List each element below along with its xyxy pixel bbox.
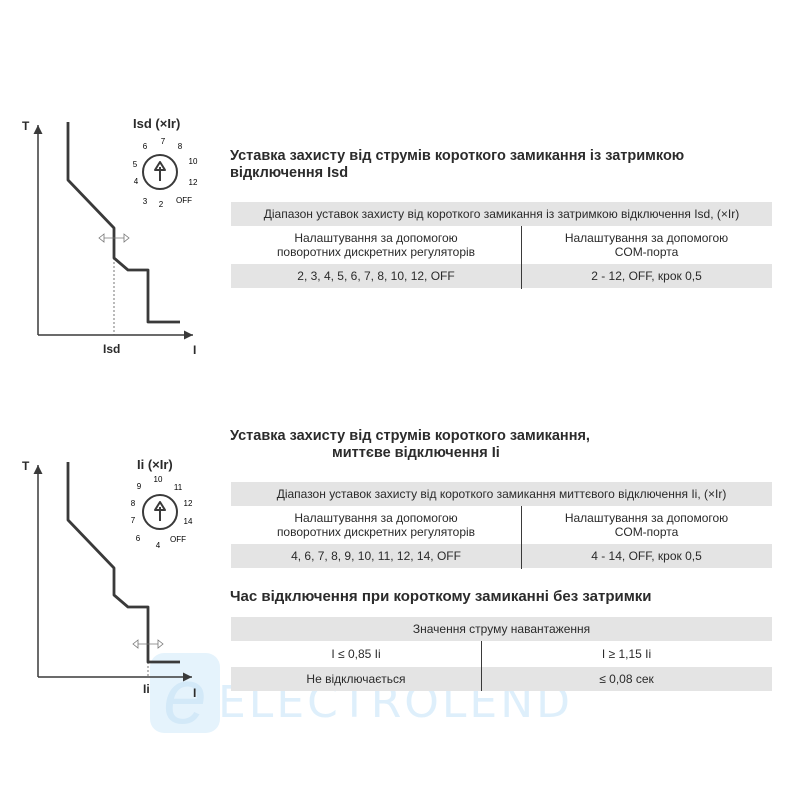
isd-rotary-dial-icon: 2 3 4 5 6 7 8 10 12 OFF	[133, 137, 198, 209]
axis-i-label: I	[193, 343, 196, 357]
ii-axis-marker: Ii	[143, 682, 150, 696]
ii-dial-label: Ii (×Ir)	[137, 457, 173, 472]
ii-tick: 9	[137, 482, 142, 491]
adjust-double-arrow-icon	[132, 639, 164, 649]
col-com-line1: Налаштування за допомогою	[564, 511, 729, 525]
isd-trip-curve-diagram: T I Isd	[22, 119, 196, 357]
isd-tick: 4	[134, 177, 139, 186]
isd-tick: OFF	[176, 196, 192, 205]
table-header: Діапазон уставок захисту від короткого з…	[231, 482, 772, 506]
table-val-low: Не відключається	[231, 667, 481, 691]
trip-time-table: Значення струму навантаження I ≤ 0,85 Ii…	[231, 617, 772, 691]
col-dial-line1: Налаштування за допомогою	[294, 511, 458, 525]
table-divider	[521, 506, 522, 569]
table-col-high: I ≥ 1,15 Ii	[601, 647, 652, 661]
col-com-line1: Налаштування за допомогою	[564, 231, 729, 245]
table-divider	[521, 226, 522, 289]
table-col-dial: Налаштування за допомогою поворотних дис…	[231, 231, 521, 259]
table-col-com: Налаштування за допомогою COM-порта	[521, 511, 772, 539]
ii-tick: 10	[154, 475, 163, 484]
table-val-dial: 2, 3, 4, 5, 6, 7, 8, 10, 12, OFF	[231, 264, 521, 288]
ii-tick: 6	[136, 534, 141, 543]
ii-tick: 4	[156, 541, 161, 550]
section2-title-line1: Уставка захисту від струмів короткого за…	[230, 428, 590, 444]
table-header: Значення струму навантаження	[231, 617, 772, 641]
table-col-low: I ≤ 0,85 Ii	[331, 647, 381, 661]
ii-rotary-dial-icon: 4 6 7 8 9 10 11 12 14 OFF	[131, 475, 193, 550]
axis-t-label: T	[22, 119, 30, 133]
adjust-double-arrow-icon	[98, 233, 130, 243]
trip-curve	[66, 462, 180, 664]
table-col-com: Налаштування за допомогою COM-порта	[521, 231, 772, 259]
ii-tick: 14	[184, 517, 193, 526]
isd-tick: 6	[143, 142, 148, 151]
section1-title-line2: відключення Isd	[230, 165, 349, 181]
section1-title: Уставка захисту від струмів короткого за…	[230, 148, 790, 182]
isd-tick: 2	[159, 200, 164, 209]
section2-title-line2: миттєве відключення Ii	[332, 445, 500, 461]
section2-title: Уставка захисту від струмів короткого за…	[230, 428, 790, 462]
isd-tick: 5	[133, 160, 138, 169]
table-val-com: 2 - 12, OFF, крок 0,5	[521, 264, 772, 288]
isd-tick: 8	[178, 142, 183, 151]
table-header: Діапазон уставок захисту від короткого з…	[231, 202, 772, 226]
col-dial-line2: поворотних дискретних регуляторів	[276, 525, 476, 539]
ii-tick: 7	[131, 516, 136, 525]
col-dial-line2: поворотних дискретних регуляторів	[276, 245, 476, 259]
table-val-high: ≤ 0,08 сек	[481, 667, 772, 691]
ii-tick: 8	[131, 499, 136, 508]
section3-title: Час відключення при короткому замиканні …	[230, 588, 652, 605]
col-com-line2: COM-порта	[614, 525, 679, 539]
isd-axis-marker: Isd	[103, 342, 120, 356]
ii-tick: 12	[184, 499, 193, 508]
ii-tick: 11	[174, 483, 183, 492]
watermark-logo-letter: e	[163, 652, 206, 740]
isd-tick: 12	[189, 178, 198, 187]
isd-settings-table: Діапазон уставок захисту від короткого з…	[231, 202, 772, 289]
trip-curve	[66, 122, 180, 324]
axis-t-label: T	[22, 459, 30, 473]
table-val-com: 4 - 14, OFF, крок 0,5	[521, 544, 772, 568]
ii-settings-table: Діапазон уставок захисту від короткого з…	[231, 482, 772, 569]
col-com-line2: COM-порта	[614, 245, 679, 259]
axis-i-label: I	[193, 686, 196, 700]
table-divider	[481, 641, 482, 691]
table-col-dial: Налаштування за допомогою поворотних дис…	[231, 511, 521, 539]
ii-trip-curve-diagram: T I Ii	[22, 459, 196, 700]
isd-tick: 3	[143, 197, 148, 206]
isd-dial-label: Isd (×Ir)	[133, 116, 181, 131]
section1-title-line1: Уставка захисту від струмів короткого за…	[230, 148, 685, 164]
table-val-dial: 4, 6, 7, 8, 9, 10, 11, 12, 14, OFF	[231, 544, 521, 568]
isd-tick: 7	[161, 137, 166, 146]
ii-tick: OFF	[170, 535, 186, 544]
col-dial-line1: Налаштування за допомогою	[294, 231, 458, 245]
isd-tick: 10	[189, 157, 198, 166]
watermark-logo-icon: e	[150, 652, 220, 740]
